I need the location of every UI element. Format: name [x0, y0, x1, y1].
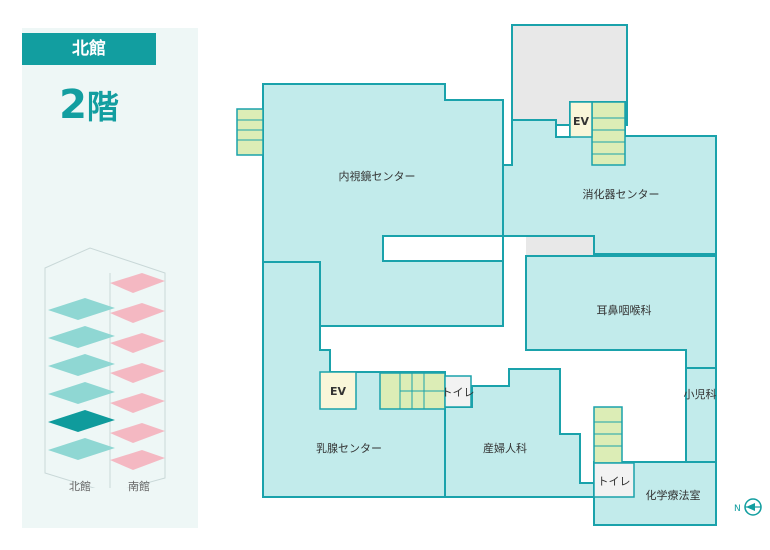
north-compass: N	[734, 498, 762, 516]
floor-number: 2階	[59, 82, 119, 128]
room-label-breast: 乳腺センター	[316, 441, 382, 455]
unused-area	[526, 235, 594, 257]
room-digestive[interactable]	[502, 101, 717, 255]
stairs	[236, 108, 264, 156]
north-tower-floors	[48, 298, 115, 460]
room-label-obgyn: 産婦人科	[483, 441, 527, 455]
current-floor-highlight[interactable]	[48, 410, 115, 432]
room-label-chemo: 化学療法室	[646, 488, 701, 502]
toilet	[444, 375, 472, 408]
building-name-badge: 北館	[22, 33, 156, 65]
building-cross-section-diagram	[44, 247, 166, 488]
elevator-label: EV	[573, 115, 590, 128]
elevator	[319, 371, 357, 410]
north-tower-caption: 北館	[69, 480, 91, 493]
stairs	[593, 406, 623, 464]
toilet-label: トイレ	[598, 475, 631, 488]
toilet-label: トイレ	[442, 386, 475, 399]
room-label-endoscopy: 内視鏡センター	[339, 169, 416, 183]
room-pediatrics[interactable]	[685, 367, 717, 463]
room-label-pediatrics: 小児科	[684, 387, 717, 401]
toilet	[593, 462, 635, 498]
south-tower-floors	[110, 273, 165, 470]
south-tower-caption: 南館	[128, 480, 150, 493]
room-label-ent: 耳鼻咽喉科	[597, 303, 652, 317]
elevator-label: EV	[330, 385, 347, 398]
compass-label: N	[734, 504, 741, 514]
room-label-digestive: 消化器センター	[583, 187, 660, 201]
stairs	[591, 101, 626, 166]
elevator	[569, 101, 593, 138]
